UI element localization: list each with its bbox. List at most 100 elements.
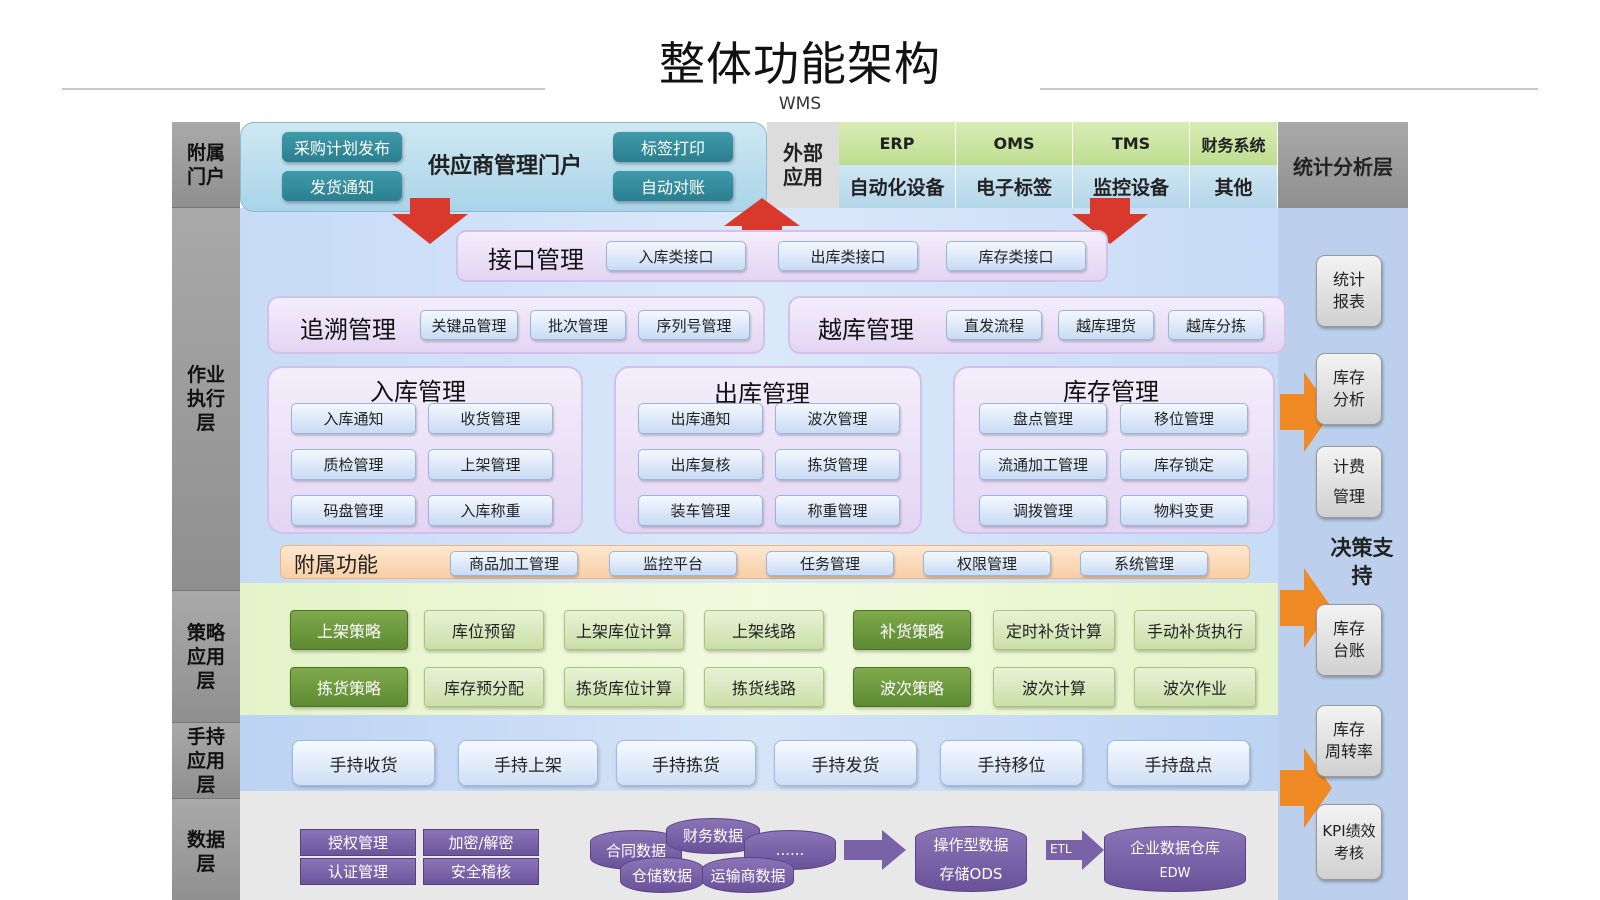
portal-btn-delivery-notice[interactable]: 发货通知 (282, 171, 402, 201)
aux-goods-processing[interactable]: 商品加工管理 (450, 551, 578, 576)
ods-line2: 存储ODS (939, 865, 1003, 883)
outbound-pick[interactable]: 拣货管理 (775, 449, 900, 480)
inbound-weigh[interactable]: 入库称重 (428, 495, 553, 526)
inbound-notice[interactable]: 入库通知 (291, 403, 416, 434)
title-divider-right (1040, 88, 1538, 90)
ext-oms[interactable]: OMS (956, 122, 1073, 165)
inbound-palletize[interactable]: 码盘管理 (291, 495, 416, 526)
ext-other[interactable]: 其他 (1190, 165, 1278, 208)
strategy-manual-replenish[interactable]: 手动补货执行 (1134, 610, 1256, 650)
stats-layer-header: 统计分析层 (1278, 122, 1408, 208)
outbound-recheck[interactable]: 出库复核 (638, 449, 763, 480)
aux-permissions[interactable]: 权限管理 (923, 551, 1051, 576)
ext-finance[interactable]: 财务系统 (1190, 122, 1278, 165)
interface-inbound[interactable]: 入库类接口 (606, 241, 746, 271)
outbound-wave[interactable]: 波次管理 (775, 403, 900, 434)
data-audit[interactable]: 安全稽核 (423, 858, 539, 885)
arrow-right-icon (1280, 372, 1332, 452)
outbound-load[interactable]: 装车管理 (638, 495, 763, 526)
inventory-title: 库存管理 (1063, 378, 1159, 406)
inventory-lock[interactable]: 库存锁定 (1120, 449, 1248, 480)
crossdock-title: 越库管理 (818, 316, 914, 344)
crossdock-direct[interactable]: 直发流程 (946, 310, 1042, 340)
data-auth[interactable]: 授权管理 (300, 829, 416, 856)
strategy-putaway-calc[interactable]: 上架库位计算 (564, 610, 684, 650)
trace-key-item[interactable]: 关键品管理 (420, 310, 518, 340)
inventory-move[interactable]: 移位管理 (1120, 403, 1248, 434)
strategy-pick-calc[interactable]: 拣货库位计算 (564, 667, 684, 707)
wms-label: WMS (778, 94, 822, 114)
trace-serial[interactable]: 序列号管理 (638, 310, 750, 340)
aux-system[interactable]: 系统管理 (1080, 551, 1208, 576)
trace-batch[interactable]: 批次管理 (530, 310, 626, 340)
strategy-wave-calc[interactable]: 波次计算 (993, 667, 1115, 707)
arrow-right-icon (1280, 748, 1332, 828)
handheld-ship[interactable]: 手持发货 (774, 740, 917, 786)
interface-inventory[interactable]: 库存类接口 (946, 241, 1086, 271)
data-authentication[interactable]: 认证管理 (300, 858, 416, 885)
strategy-putaway[interactable]: 上架策略 (290, 610, 408, 650)
edw-line1: 企业数据仓库 (1129, 839, 1220, 857)
inventory-count[interactable]: 盘点管理 (979, 403, 1107, 434)
interface-title: 接口管理 (488, 246, 584, 274)
inbound-qc[interactable]: 质检管理 (291, 449, 416, 480)
handheld-receive[interactable]: 手持收货 (292, 740, 435, 786)
layer-portal: 附属 门户 (172, 122, 240, 208)
portal-btn-auto-reconcile[interactable]: 自动对账 (613, 171, 733, 201)
strategy-pick[interactable]: 拣货策略 (290, 667, 408, 707)
ext-e-label[interactable]: 电子标签 (956, 165, 1073, 208)
strategy-putaway-route[interactable]: 上架线路 (704, 610, 824, 650)
portal-btn-purchase-plan[interactable]: 采购计划发布 (282, 132, 402, 162)
outbound-weigh[interactable]: 称重管理 (775, 495, 900, 526)
arrow-right-icon (844, 830, 906, 870)
ext-automation[interactable]: 自动化设备 (839, 165, 956, 208)
layer-execution: 作业 执行 层 (172, 208, 240, 591)
decision-billing[interactable]: 计费 管理 (1316, 446, 1382, 518)
decision-stats-report[interactable]: 统计 报表 (1316, 255, 1382, 327)
edw-line2: EDW (1159, 866, 1191, 881)
decision-inventory-analysis[interactable]: 库存 分析 (1316, 353, 1382, 425)
decision-label: 决策支 持 (1330, 536, 1394, 588)
decision-turnover[interactable]: 库存 周转率 (1316, 705, 1382, 777)
handheld-move[interactable]: 手持移位 (940, 740, 1083, 786)
layer-strategy: 策略 应用 层 (172, 591, 240, 723)
handheld-putaway[interactable]: 手持上架 (458, 740, 598, 786)
ext-tms[interactable]: TMS (1073, 122, 1190, 165)
strategy-pick-route[interactable]: 拣货线路 (704, 667, 824, 707)
ods-line1: 操作型数据 (933, 836, 1009, 854)
ext-erp[interactable]: ERP (839, 122, 956, 165)
layer-data: 数据 层 (172, 799, 240, 900)
data-encrypt[interactable]: 加密/解密 (423, 829, 539, 856)
aux-monitoring[interactable]: 监控平台 (609, 551, 737, 576)
strategy-location-reserve[interactable]: 库位预留 (424, 610, 544, 650)
handheld-pick[interactable]: 手持拣货 (616, 740, 756, 786)
inventory-transfer[interactable]: 调拨管理 (979, 495, 1107, 526)
handheld-count[interactable]: 手持盘点 (1107, 740, 1250, 786)
portal-btn-label-print[interactable]: 标签打印 (613, 132, 733, 162)
decision-inventory-ledger[interactable]: 库存 台账 (1316, 604, 1382, 676)
strategy-replenish[interactable]: 补货策略 (853, 610, 971, 650)
aux-tasks[interactable]: 任务管理 (766, 551, 894, 576)
external-apps-label: 外部 应用 (767, 122, 839, 208)
interface-outbound[interactable]: 出库类接口 (778, 241, 918, 271)
inbound-title: 入库管理 (370, 378, 466, 406)
strategy-prealloc[interactable]: 库存预分配 (424, 667, 544, 707)
inventory-processing[interactable]: 流通加工管理 (979, 449, 1107, 480)
crossdock-tally[interactable]: 越库理货 (1058, 310, 1154, 340)
inventory-material-change[interactable]: 物料变更 (1120, 495, 1248, 526)
outbound-notice[interactable]: 出库通知 (638, 403, 763, 434)
arrow-down-icon (1072, 198, 1148, 244)
inbound-receive[interactable]: 收货管理 (428, 403, 553, 434)
strategy-wave[interactable]: 波次策略 (853, 667, 971, 707)
etl-label: ETL (1050, 842, 1072, 856)
etl-arrow-icon (1046, 830, 1104, 870)
title-divider-left (62, 88, 545, 90)
data-edw: 企业数据仓库 EDW (1104, 826, 1246, 892)
strategy-timed-replenish[interactable]: 定时补货计算 (993, 610, 1115, 650)
data-ods: 操作型数据 存储ODS (915, 826, 1027, 892)
decision-kpi[interactable]: KPI绩效 考核 (1316, 804, 1382, 880)
strategy-wave-exec[interactable]: 波次作业 (1134, 667, 1256, 707)
crossdock-sort[interactable]: 越库分拣 (1168, 310, 1264, 340)
page-title: 整体功能架构 (659, 37, 941, 91)
inbound-putaway[interactable]: 上架管理 (428, 449, 553, 480)
